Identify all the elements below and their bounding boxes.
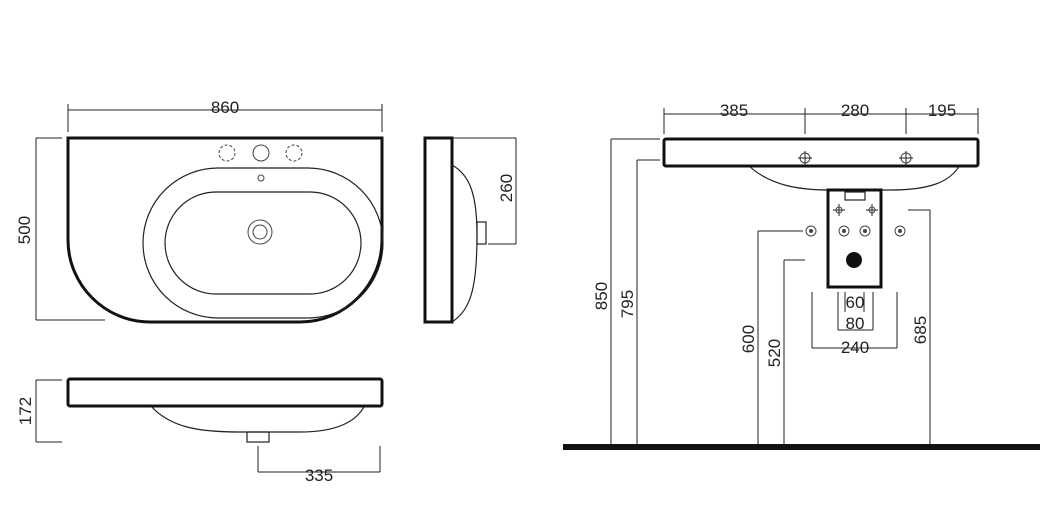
dim-860: 860 bbox=[211, 98, 239, 117]
top-view-outline bbox=[66, 136, 384, 324]
trap-outlet-icon bbox=[846, 252, 862, 268]
tap-hole-right-icon bbox=[285, 144, 303, 162]
drain-inner-icon bbox=[252, 224, 268, 240]
dim-795: 795 bbox=[618, 290, 637, 318]
dim-520: 520 bbox=[765, 339, 784, 367]
side-view-slab bbox=[423, 136, 454, 324]
water-inlet-left-icon bbox=[805, 225, 817, 237]
dim-500: 500 bbox=[15, 216, 34, 244]
water-inlet-inner-left-icon bbox=[838, 225, 850, 237]
side-view: 260 bbox=[423, 136, 517, 324]
overflow-icon bbox=[257, 174, 265, 182]
dim-260: 260 bbox=[497, 174, 516, 202]
elevation-slab bbox=[662, 137, 980, 168]
trap-cap bbox=[844, 191, 866, 201]
water-inlet-inner-right-icon bbox=[859, 225, 871, 237]
bowl-inner bbox=[164, 191, 362, 295]
top-view: 860 500 bbox=[15, 98, 384, 324]
front-view: 172 335 bbox=[16, 377, 384, 485]
trap-box bbox=[826, 188, 883, 289]
water-inlet-right-icon bbox=[894, 225, 906, 237]
front-view-bowl bbox=[149, 404, 366, 433]
elevation-view: 385 280 195 850 795 600 bbox=[563, 101, 1040, 450]
side-view-waste bbox=[476, 221, 487, 245]
dim-172: 172 bbox=[16, 397, 35, 425]
elevation-bowl bbox=[747, 164, 961, 191]
side-view-bowl bbox=[451, 164, 478, 323]
front-view-slab bbox=[66, 377, 384, 408]
front-view-waste bbox=[246, 431, 270, 443]
tap-hole-center-icon bbox=[252, 144, 270, 162]
dim-335: 335 bbox=[305, 466, 333, 485]
dim-280: 280 bbox=[841, 101, 869, 120]
dim-600: 600 bbox=[739, 325, 758, 353]
bowl-rim bbox=[142, 167, 384, 319]
dim-240: 240 bbox=[841, 338, 869, 357]
dim-685: 685 bbox=[911, 316, 930, 344]
tap-hole-left-icon bbox=[218, 144, 236, 162]
dim-80: 80 bbox=[846, 314, 865, 333]
dim-195: 195 bbox=[928, 101, 956, 120]
dim-60: 60 bbox=[846, 293, 865, 312]
drain-icon bbox=[247, 219, 273, 245]
dim-385: 385 bbox=[720, 101, 748, 120]
dim-850: 850 bbox=[592, 282, 611, 310]
